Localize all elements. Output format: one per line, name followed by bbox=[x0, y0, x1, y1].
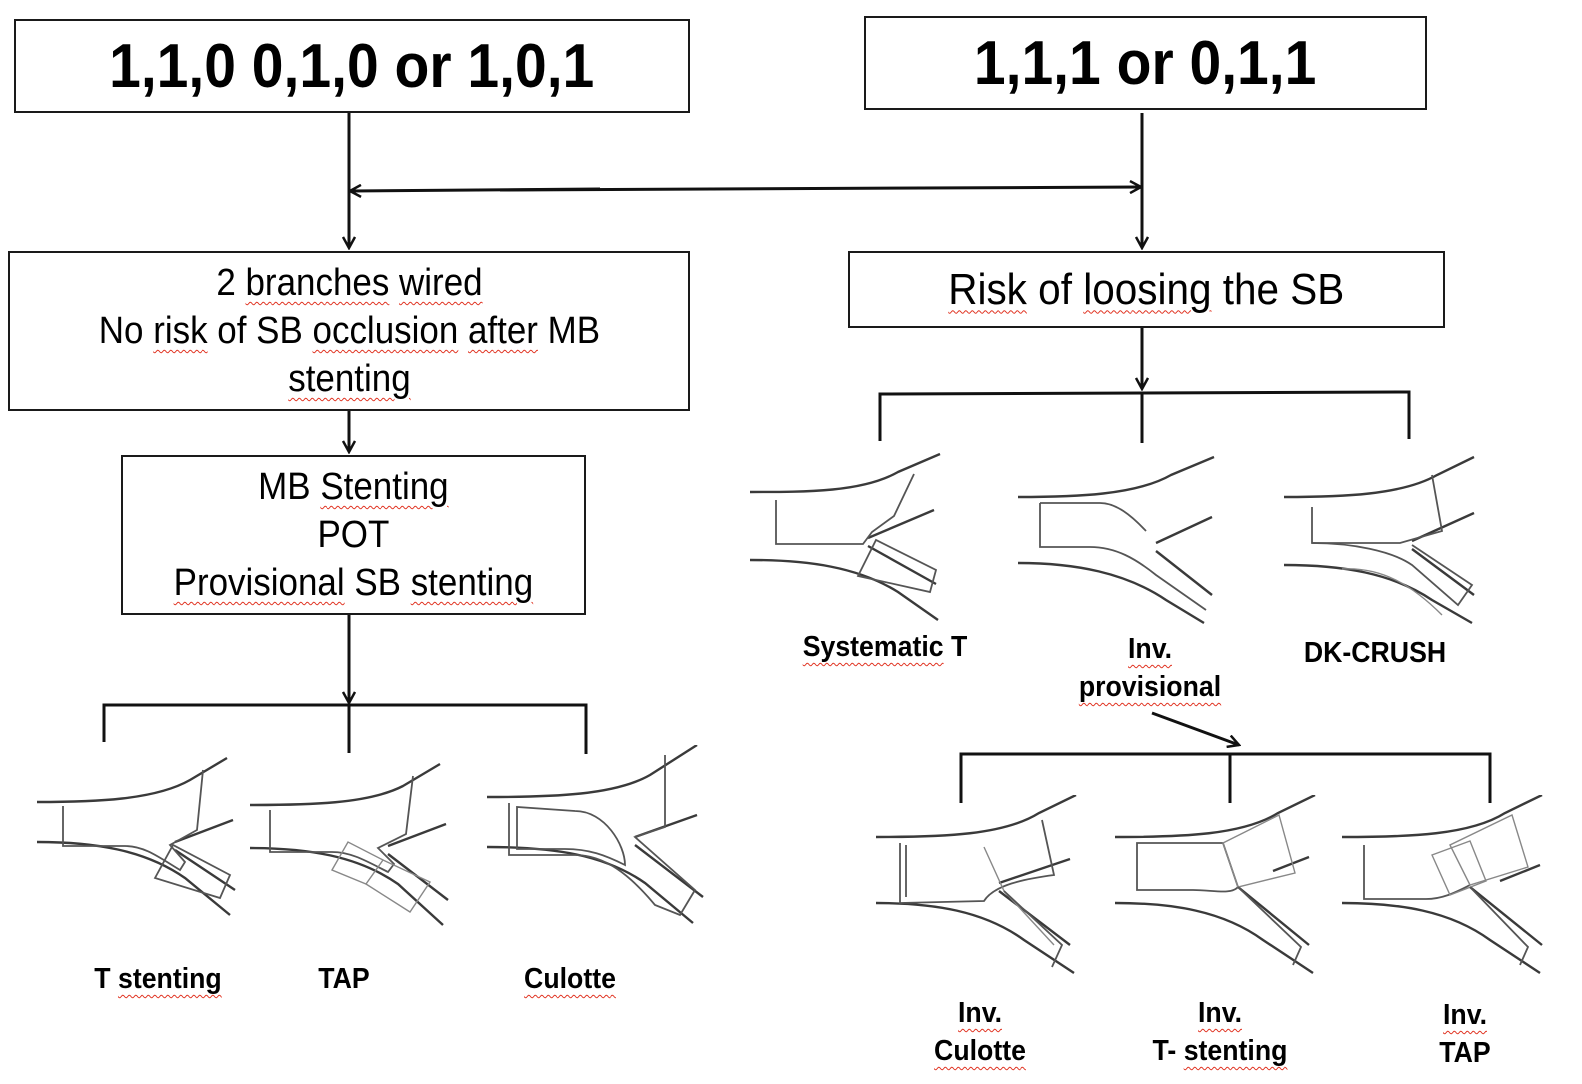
stent-illustration-inv-t-stenting bbox=[1114, 795, 1316, 975]
spellcheck-word: Systematic bbox=[802, 631, 944, 663]
spellcheck-word: Inv. bbox=[1128, 633, 1172, 665]
spellcheck-word: Stenting bbox=[320, 466, 449, 508]
label-culotte: Culotte bbox=[506, 960, 635, 998]
label-dk-crush: DK-CRUSH bbox=[1288, 634, 1463, 672]
text-line: Risk of loosing the SB bbox=[948, 264, 1345, 314]
text-line: Provisional SB stenting bbox=[174, 559, 534, 607]
spellcheck-word: branches bbox=[245, 262, 389, 304]
spellcheck-word: wired bbox=[398, 262, 483, 304]
spellcheck-word: stenting bbox=[287, 358, 411, 400]
text-line: provisional bbox=[1058, 668, 1242, 706]
text-line: Inv. bbox=[1414, 996, 1515, 1034]
text-line: Systematic T bbox=[779, 628, 991, 666]
label-inv-t-stenting: Inv.T- stenting bbox=[1128, 994, 1312, 1070]
spellcheck-word: stenting bbox=[410, 562, 534, 604]
text-line: TAP bbox=[1414, 1034, 1515, 1072]
text-line: Inv. bbox=[906, 994, 1053, 1032]
text-fragment bbox=[389, 262, 399, 304]
spellcheck-word: stenting bbox=[117, 963, 222, 995]
text-line: Culotte bbox=[506, 960, 635, 998]
label-systematic-t: Systematic T bbox=[779, 628, 991, 666]
stent-illustration-t-stenting bbox=[36, 756, 236, 916]
left-tree-bracket bbox=[102, 703, 588, 754]
text-fragment: the SB bbox=[1211, 264, 1345, 314]
spellcheck-word: occlusion bbox=[312, 310, 458, 352]
text-line: Culotte bbox=[906, 1032, 1053, 1070]
text-line: T stenting bbox=[75, 960, 241, 998]
right-tree-bracket bbox=[878, 390, 1411, 441]
stent-illustration-inv-tap bbox=[1341, 795, 1543, 975]
text-fragment bbox=[458, 310, 468, 352]
text-line: DK-CRUSH bbox=[1288, 634, 1463, 672]
arrow-to-inv-tree bbox=[1151, 711, 1239, 745]
stent-illustration-inv-culotte bbox=[875, 795, 1077, 975]
inv-tree-bracket bbox=[959, 752, 1492, 803]
spellcheck-word: Inv. bbox=[958, 997, 1002, 1029]
text-line: TAP bbox=[289, 960, 399, 998]
text-fragment: 2 bbox=[215, 262, 246, 304]
text-fragment: T bbox=[94, 963, 118, 995]
text-fragment: of SB bbox=[207, 310, 313, 352]
stent-illustration-dk-crush bbox=[1283, 455, 1475, 625]
double-arrow-right bbox=[499, 187, 1141, 190]
label-tap: TAP bbox=[289, 960, 399, 998]
spellcheck-word: Culotte bbox=[934, 1035, 1026, 1067]
text-line: stenting bbox=[98, 355, 599, 403]
text-fragment: MB bbox=[258, 466, 321, 508]
text-fragment: TAP bbox=[318, 963, 370, 995]
label-inv-tap: Inv. TAP bbox=[1414, 996, 1515, 1072]
spellcheck-word: Provisional bbox=[173, 562, 345, 604]
right-branch-text: Risk of loosing the SB bbox=[948, 264, 1345, 314]
text-fragment: POT bbox=[317, 514, 390, 556]
spellcheck-word: Inv. bbox=[1443, 999, 1487, 1031]
text-line: POT bbox=[174, 511, 534, 559]
text-line: Inv. bbox=[1128, 994, 1312, 1032]
label-inv-culotte: Inv. Culotte bbox=[906, 994, 1053, 1070]
text-line: T- stenting bbox=[1128, 1032, 1312, 1070]
stent-illustration-inv-provisional bbox=[1017, 455, 1215, 625]
label-inv-provisional: Inv. provisional bbox=[1058, 630, 1242, 706]
text-fragment: of bbox=[1027, 264, 1084, 314]
double-arrow-left bbox=[350, 189, 601, 191]
text-line: No risk of SB occlusion after MB bbox=[98, 307, 599, 355]
text-line: MB Stenting bbox=[174, 463, 534, 511]
stent-illustration-systematic-t bbox=[749, 452, 941, 621]
text-fragment: No bbox=[98, 310, 153, 352]
text-fragment: SB bbox=[344, 562, 411, 604]
text-fragment: T bbox=[943, 631, 968, 663]
spellcheck-word: risk bbox=[152, 310, 208, 352]
spellcheck-word: Inv. bbox=[1198, 997, 1242, 1029]
spellcheck-word: Risk bbox=[948, 264, 1028, 314]
spellcheck-word: after bbox=[467, 310, 538, 352]
criteria-right-text: 1,1,1 or 0,1,1 bbox=[974, 28, 1317, 98]
right-branch-box: Risk of loosing the SB bbox=[848, 251, 1445, 328]
stent-illustration-culotte bbox=[486, 745, 704, 924]
criteria-box-right: 1,1,1 or 0,1,1 bbox=[864, 16, 1427, 110]
spellcheck-word: provisional bbox=[1078, 671, 1222, 703]
text-fragment: DK-CRUSH bbox=[1303, 637, 1447, 669]
stent-illustration-tap bbox=[249, 762, 449, 926]
spellcheck-word: Culotte bbox=[524, 963, 616, 995]
text-fragment: T- bbox=[1152, 1035, 1184, 1067]
text-fragment: TAP bbox=[1439, 1037, 1491, 1069]
text-line: Inv. bbox=[1058, 630, 1242, 668]
criteria-left-text: 1,1,0 0,1,0 or 1,0,1 bbox=[109, 31, 595, 101]
spellcheck-word: loosing bbox=[1083, 264, 1212, 314]
text-fragment: MB bbox=[537, 310, 600, 352]
criteria-box-left: 1,1,0 0,1,0 or 1,0,1 bbox=[14, 19, 690, 113]
label-t-stenting: T stenting bbox=[75, 960, 241, 998]
spellcheck-word: stenting bbox=[1183, 1035, 1288, 1067]
text-line: 2 branches wired bbox=[98, 259, 599, 307]
